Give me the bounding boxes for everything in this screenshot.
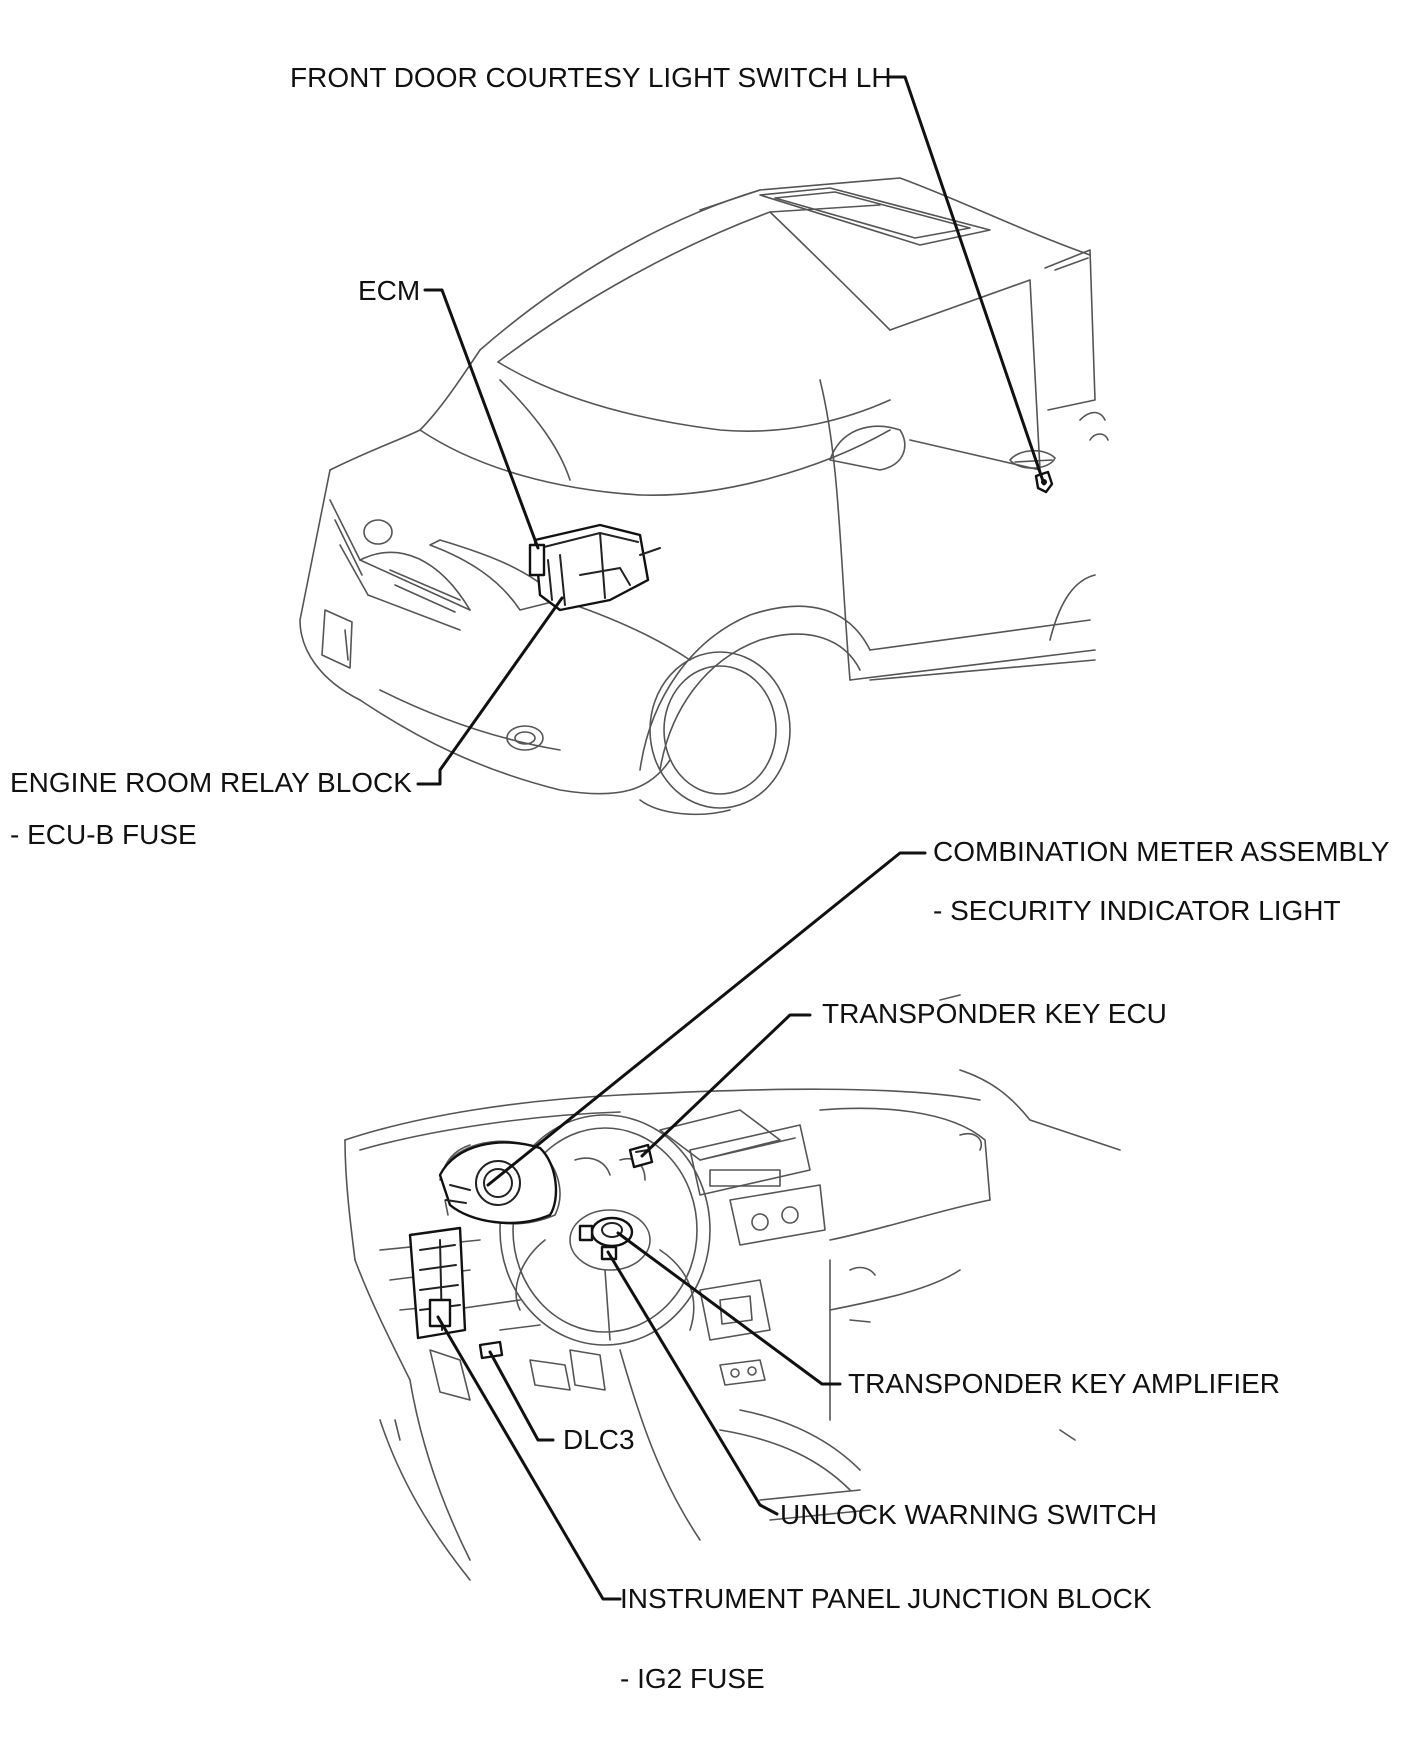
label-combination-meter-assembly: COMBINATION METER ASSEMBLY xyxy=(933,836,1390,867)
leader-instrument-panel-junction-block xyxy=(436,1315,622,1601)
leader-lines xyxy=(416,75,1046,1601)
dlc3-component xyxy=(478,1340,504,1360)
combination-meter-component xyxy=(438,1141,558,1225)
leader-transponder-key-amplifier xyxy=(616,1231,842,1386)
labels: FRONT DOOR COURTESY LIGHT SWITCH LH ECM … xyxy=(10,62,1390,1694)
label-engine-room-relay-block: ENGINE ROOM RELAY BLOCK xyxy=(10,767,412,798)
leader-transponder-key-ecu xyxy=(640,1013,812,1158)
instrument-panel-illustration xyxy=(344,994,1121,1581)
label-front-door-courtesy-light-switch-lh: FRONT DOOR COURTESY LIGHT SWITCH LH xyxy=(290,62,892,93)
label-unlock-warning-switch: UNLOCK WARNING SWITCH xyxy=(780,1499,1157,1530)
leader-ecm xyxy=(423,288,540,550)
instrument-panel-junction-block-component xyxy=(408,1226,467,1340)
leader-unlock-warning-switch xyxy=(606,1250,779,1516)
ecm-component xyxy=(528,523,661,612)
label-ecu-b-fuse: - ECU-B FUSE xyxy=(10,819,197,850)
leader-dlc3 xyxy=(488,1350,555,1442)
vehicle-exterior-illustration xyxy=(299,177,1109,816)
label-transponder-key-amplifier: TRANSPONDER KEY AMPLIFIER xyxy=(848,1368,1280,1399)
label-instrument-panel-junction-block: INSTRUMENT PANEL JUNCTION BLOCK xyxy=(620,1583,1152,1614)
leader-combination-meter xyxy=(486,851,927,1187)
leader-engine-room-relay-block xyxy=(416,596,564,786)
label-security-indicator-light: - SECURITY INDICATOR LIGHT xyxy=(933,895,1341,926)
label-ig2-fuse: - IG2 FUSE xyxy=(620,1663,765,1694)
leader-front-door-switch xyxy=(886,75,1046,486)
label-transponder-key-ecu: TRANSPONDER KEY ECU xyxy=(822,998,1167,1029)
label-dlc3: DLC3 xyxy=(563,1424,635,1455)
transponder-key-amplifier-component xyxy=(578,1216,634,1261)
label-ecm: ECM xyxy=(358,275,420,306)
